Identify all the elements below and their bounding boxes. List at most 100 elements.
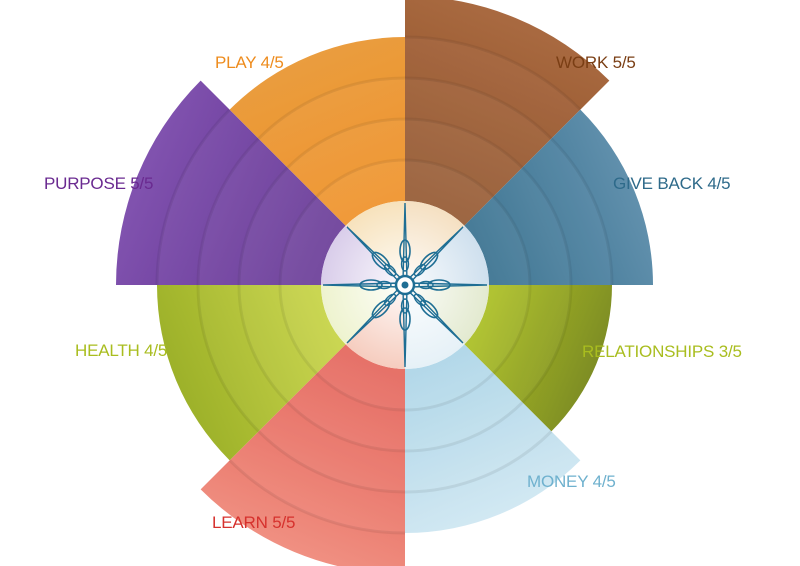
ring-divider	[278, 284, 318, 375]
compass-knot	[371, 251, 391, 271]
compass-knot	[399, 307, 411, 331]
ring-divider	[404, 158, 495, 198]
ring-divider	[237, 166, 289, 286]
ring-divider	[404, 372, 495, 412]
segment-relationships	[464, 284, 612, 432]
segment-ring	[258, 402, 405, 492]
compass-knot	[383, 293, 397, 307]
ring-divider	[315, 158, 406, 198]
ring-divider	[196, 137, 260, 286]
ring-divider	[228, 459, 406, 535]
segment-bar	[405, 344, 581, 533]
ring-divider	[278, 195, 318, 286]
segment-ring	[316, 160, 405, 226]
wheel-segments	[116, 0, 653, 566]
segment-ring	[405, 344, 494, 410]
segment-name: LEARN	[212, 513, 268, 532]
ring-divider	[521, 284, 573, 404]
segment-ring	[405, 78, 552, 168]
compass-knot	[413, 263, 427, 277]
compass-knot	[383, 263, 397, 277]
compass-knot	[400, 298, 410, 314]
compass-knot	[418, 280, 434, 290]
segment-bar	[200, 344, 405, 566]
segment-learn	[200, 344, 406, 566]
ring-divider	[315, 372, 406, 412]
segment-score: 4/5	[707, 174, 731, 193]
segment-ring	[493, 167, 571, 285]
compass-knot	[419, 299, 439, 319]
segment-bar	[405, 0, 610, 226]
segment-bar	[229, 37, 405, 226]
ring-divider	[404, 401, 524, 453]
segment-ring	[522, 138, 612, 285]
segment-ring	[229, 431, 405, 533]
segment-ring	[287, 373, 405, 451]
ring-divider	[404, 76, 553, 140]
segment-score: 4/5	[144, 341, 168, 360]
ring-divider	[286, 401, 406, 453]
compass-knot	[376, 280, 392, 290]
compass-knot	[413, 293, 427, 307]
segment-score: 3/5	[718, 342, 742, 361]
segment-score: 5/5	[130, 174, 154, 193]
ring-divider	[492, 195, 532, 286]
compass-knot	[399, 239, 411, 263]
segment-ring	[258, 78, 405, 168]
ring-divider	[196, 284, 260, 433]
segment-bar	[116, 80, 346, 285]
segment-score: 4/5	[260, 53, 284, 72]
segment-ring	[157, 109, 259, 286]
segment-give-back	[464, 109, 653, 286]
segment-play	[229, 37, 406, 226]
segment-work	[404, 0, 610, 226]
segment-ring	[405, 373, 523, 451]
compass-knot	[359, 279, 383, 291]
ring-divider	[404, 35, 582, 111]
ring-divider	[257, 76, 406, 140]
segment-score: 5/5	[272, 513, 296, 532]
segment-ring	[280, 285, 346, 374]
ring-divider	[155, 108, 231, 286]
compass-knot	[419, 251, 439, 271]
segment-ring	[198, 285, 288, 432]
segment-score: 4/5	[592, 472, 616, 491]
compass-rose-icon	[322, 202, 488, 368]
ring-divider	[286, 117, 406, 169]
ring-divider	[404, 430, 553, 494]
segment-ring	[405, 37, 581, 139]
segment-ring	[405, 160, 494, 226]
segment-name: GIVE BACK	[613, 174, 703, 193]
segment-ring	[493, 285, 571, 403]
segment-name: HEALTH	[75, 341, 140, 360]
segment-bar	[157, 285, 346, 461]
segment-ring	[280, 196, 346, 285]
segment-bar	[464, 109, 653, 286]
ring-divider	[257, 430, 406, 494]
segment-ring	[405, 119, 523, 197]
segment-name: MONEY	[527, 472, 589, 491]
segment-ring	[287, 119, 405, 197]
segment-bar	[464, 285, 612, 432]
segment-ring	[239, 285, 317, 403]
compass-center-dot	[401, 281, 409, 289]
segment-purpose	[116, 80, 346, 286]
ring-divider	[550, 137, 614, 286]
segment-name: PURPOSE	[44, 174, 126, 193]
ring-divider	[404, 117, 524, 169]
segment-health	[157, 284, 346, 461]
segment-ring	[316, 344, 405, 410]
compass-knot	[371, 299, 391, 319]
segment-ring	[239, 167, 317, 285]
segment-name: PLAY	[215, 53, 257, 72]
segment-money	[404, 344, 581, 533]
